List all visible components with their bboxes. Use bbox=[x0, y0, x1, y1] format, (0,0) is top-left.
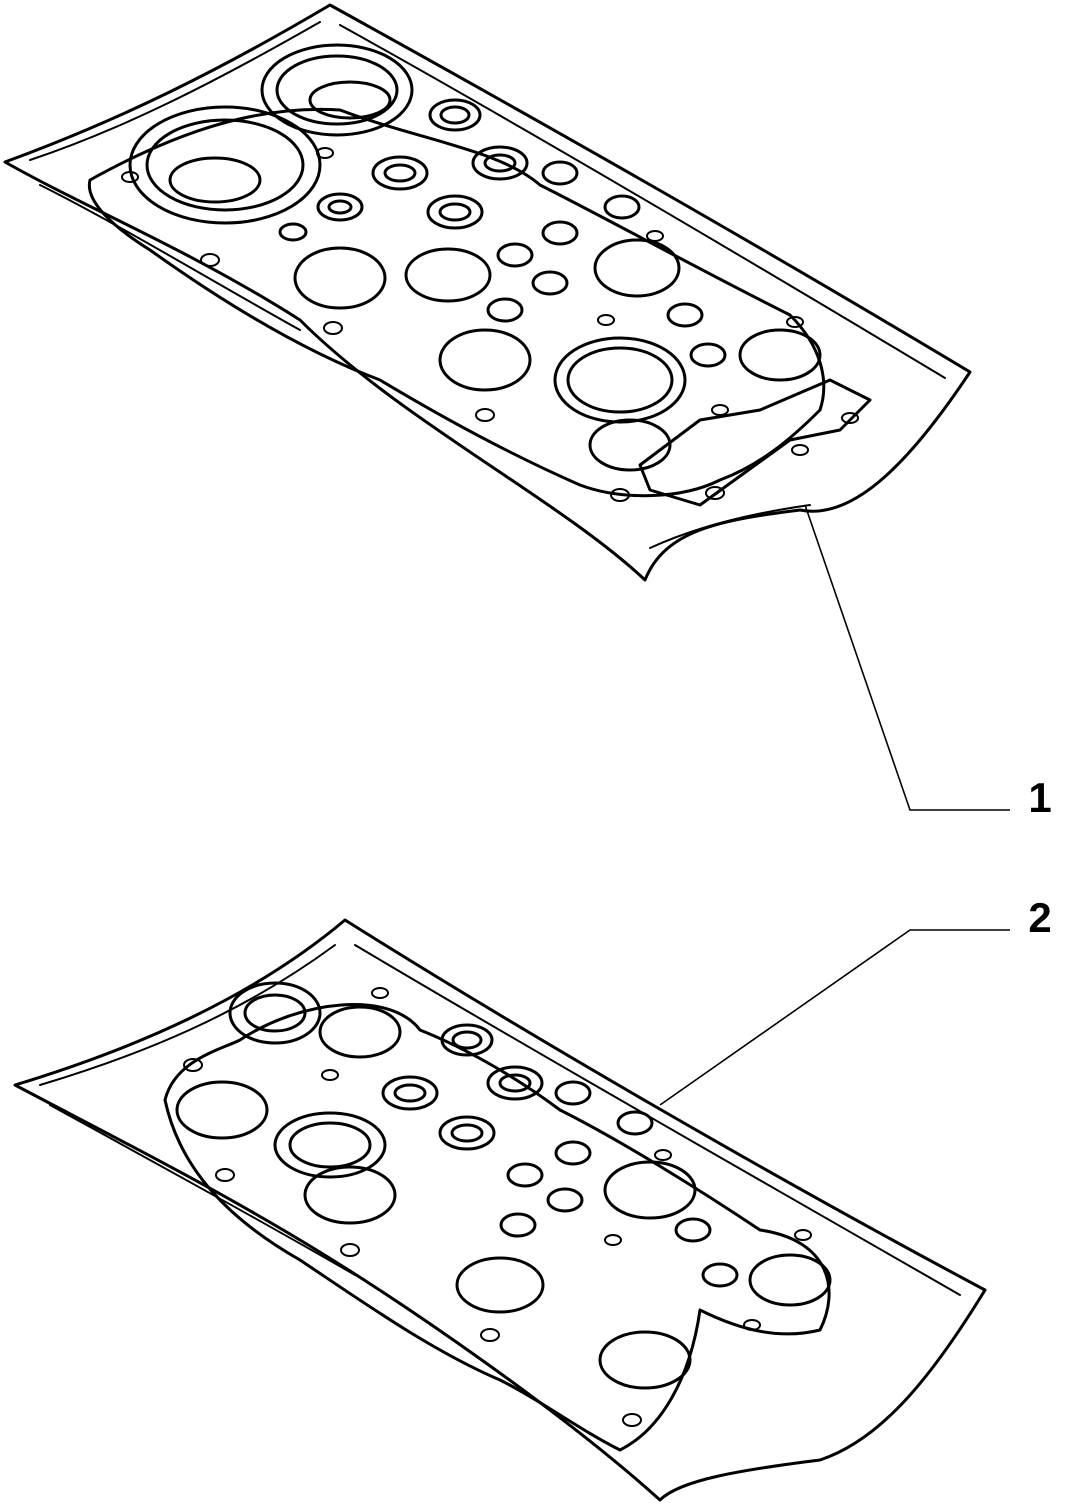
callout-label-2: 2 bbox=[1028, 894, 1051, 941]
gasket-1-drawing bbox=[3, 3, 972, 582]
gasket-2-drawing bbox=[13, 918, 987, 1502]
leader-line-1 bbox=[804, 504, 1010, 811]
callout-label-1: 1 bbox=[1028, 774, 1051, 821]
callout-1: 1 bbox=[804, 504, 1052, 821]
callout-2: 2 bbox=[659, 894, 1052, 1106]
leader-line-2 bbox=[659, 929, 1010, 1106]
